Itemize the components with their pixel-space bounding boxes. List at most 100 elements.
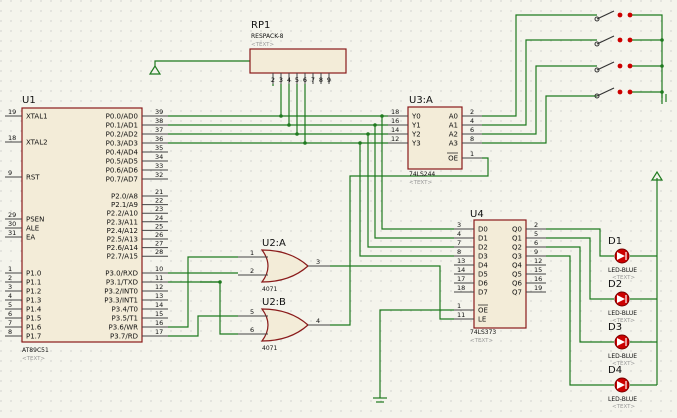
u1-pin-number: 5 (8, 301, 12, 309)
wire (330, 265, 454, 320)
switch-lever (596, 87, 615, 97)
u1-pin-number: 9 (8, 169, 12, 177)
rp1-pin-number: 8 (319, 76, 323, 84)
u3-pin-label: Y1 (411, 122, 421, 130)
u1-pin-number: 19 (8, 108, 16, 116)
switch-contact (594, 16, 600, 22)
led-ref: D1 (608, 236, 622, 247)
u4-pin-number: 9 (534, 248, 538, 256)
u1-pin-number: 16 (155, 319, 163, 327)
u4-pin-number: 4 (457, 230, 461, 238)
u4-pin-number: 19 (534, 284, 542, 292)
u1-pin-number: 38 (155, 117, 163, 125)
power-terminal-icon (148, 64, 162, 75)
wires (154, 14, 664, 403)
led-icon (617, 338, 625, 346)
u1-pin-label: P3.0/RXD (105, 270, 138, 278)
u1-pin-label: P2.7/A15 (107, 253, 138, 261)
junction (373, 123, 377, 127)
u1-pin-number: 8 (8, 328, 12, 336)
u1-pin-label: P2.1/A9 (111, 201, 138, 209)
gate-part: 4071 (262, 345, 277, 352)
u1-pin-label: P1.5 (26, 315, 41, 323)
u1-pin-label: XTAL2 (26, 139, 48, 147)
u1-pin-label: P3.5/T1 (112, 315, 138, 323)
wire (330, 157, 489, 326)
junction (660, 38, 664, 42)
u1-pin-label: P3.6/WR (109, 324, 139, 332)
u4-pin-label: D2 (478, 244, 488, 252)
rp1-pin-number: 7 (311, 76, 315, 84)
u3-pin-label: A3 (449, 140, 458, 148)
switch-contact (594, 41, 600, 47)
u1-pin-number: 32 (155, 171, 163, 179)
u3-pin-label: A1 (449, 122, 458, 130)
led-text: <TEXT> (612, 318, 635, 324)
led-ref: D4 (608, 365, 622, 376)
u1-pin-number: 4 (8, 292, 12, 300)
u4-pin-number: 1 (457, 302, 461, 310)
u1-pin-label: P2.3/A11 (107, 218, 138, 226)
u1-pin-label: EA (26, 234, 35, 242)
gate-pin-number: 3 (316, 258, 320, 266)
u1-pin-label: P1.3 (26, 297, 41, 305)
u1-pin-number: 39 (155, 108, 163, 116)
u1-pin-label: P3.1/TXD (106, 279, 138, 287)
u1-pin-number: 34 (155, 153, 163, 161)
junction (358, 141, 362, 145)
led-ref: D2 (608, 279, 622, 290)
u1-pin-number: 18 (8, 134, 16, 142)
u4-pin-label: D0 (478, 226, 488, 234)
switch-contact (627, 89, 633, 95)
switch-contact (617, 63, 623, 69)
u1-pin-number: 6 (8, 310, 12, 318)
u3-pin-number: 12 (391, 135, 399, 143)
rp1-pin-number: 3 (279, 76, 283, 84)
wire (374, 125, 454, 239)
u1-pin-number: 28 (155, 248, 163, 256)
u4-pin-label: Q0 (512, 226, 522, 234)
junction (660, 64, 664, 68)
u1-pin-label: P0.3/AD3 (106, 140, 138, 148)
u4-pin-label: D7 (478, 289, 488, 297)
led-part: LED-BLUE (608, 396, 637, 403)
gate-ref: U2:A (262, 238, 286, 249)
rp1-pin-number: 9 (327, 76, 331, 84)
rp1-body (249, 48, 347, 74)
u4-pin-number: 11 (457, 311, 465, 319)
gate-pin-number: 1 (250, 249, 254, 257)
u1-pin-label: RST (26, 174, 40, 182)
u1-pin-number: 30 (8, 220, 16, 228)
u4-pin-number: 14 (457, 266, 465, 274)
u1-pin-label: P0.5/AD5 (106, 158, 138, 166)
led-icon (617, 381, 625, 389)
u1-pin-number: 7 (8, 319, 12, 327)
u3-pin-label: A0 (449, 113, 458, 121)
gate-part: 4071 (262, 286, 277, 293)
switch-contact (617, 12, 623, 18)
wire (168, 315, 238, 337)
gate-pin-number: 5 (250, 308, 254, 316)
u4-pin-label: D6 (478, 280, 488, 288)
u1-pin-number: 3 (8, 283, 12, 291)
u1-pin-number: 14 (155, 301, 163, 309)
u1-pin-label: P1.7 (26, 333, 41, 341)
u3-pin-label: OE (448, 155, 458, 163)
gate-pin-number: 6 (250, 326, 254, 334)
u1-pin-label: P1.2 (26, 288, 41, 296)
gate-ref: U2:B (262, 297, 286, 308)
wire (546, 246, 614, 343)
wire (482, 95, 597, 144)
wire (546, 228, 614, 257)
u1-pin-label: P0.7/AD7 (106, 176, 138, 184)
u4-pin-label: OE (478, 307, 488, 315)
switch-lever (596, 10, 615, 20)
u1-pin-label: P3.3/INT1 (104, 297, 138, 305)
u1-pin-label: P3.4/T0 (112, 306, 138, 314)
u1-ref: U1 (22, 95, 36, 106)
led-text: <TEXT> (612, 275, 635, 281)
led-part: LED-BLUE (608, 267, 637, 274)
u4-part: 74LS373 (470, 329, 496, 336)
junction (380, 114, 384, 118)
wire (168, 256, 238, 328)
